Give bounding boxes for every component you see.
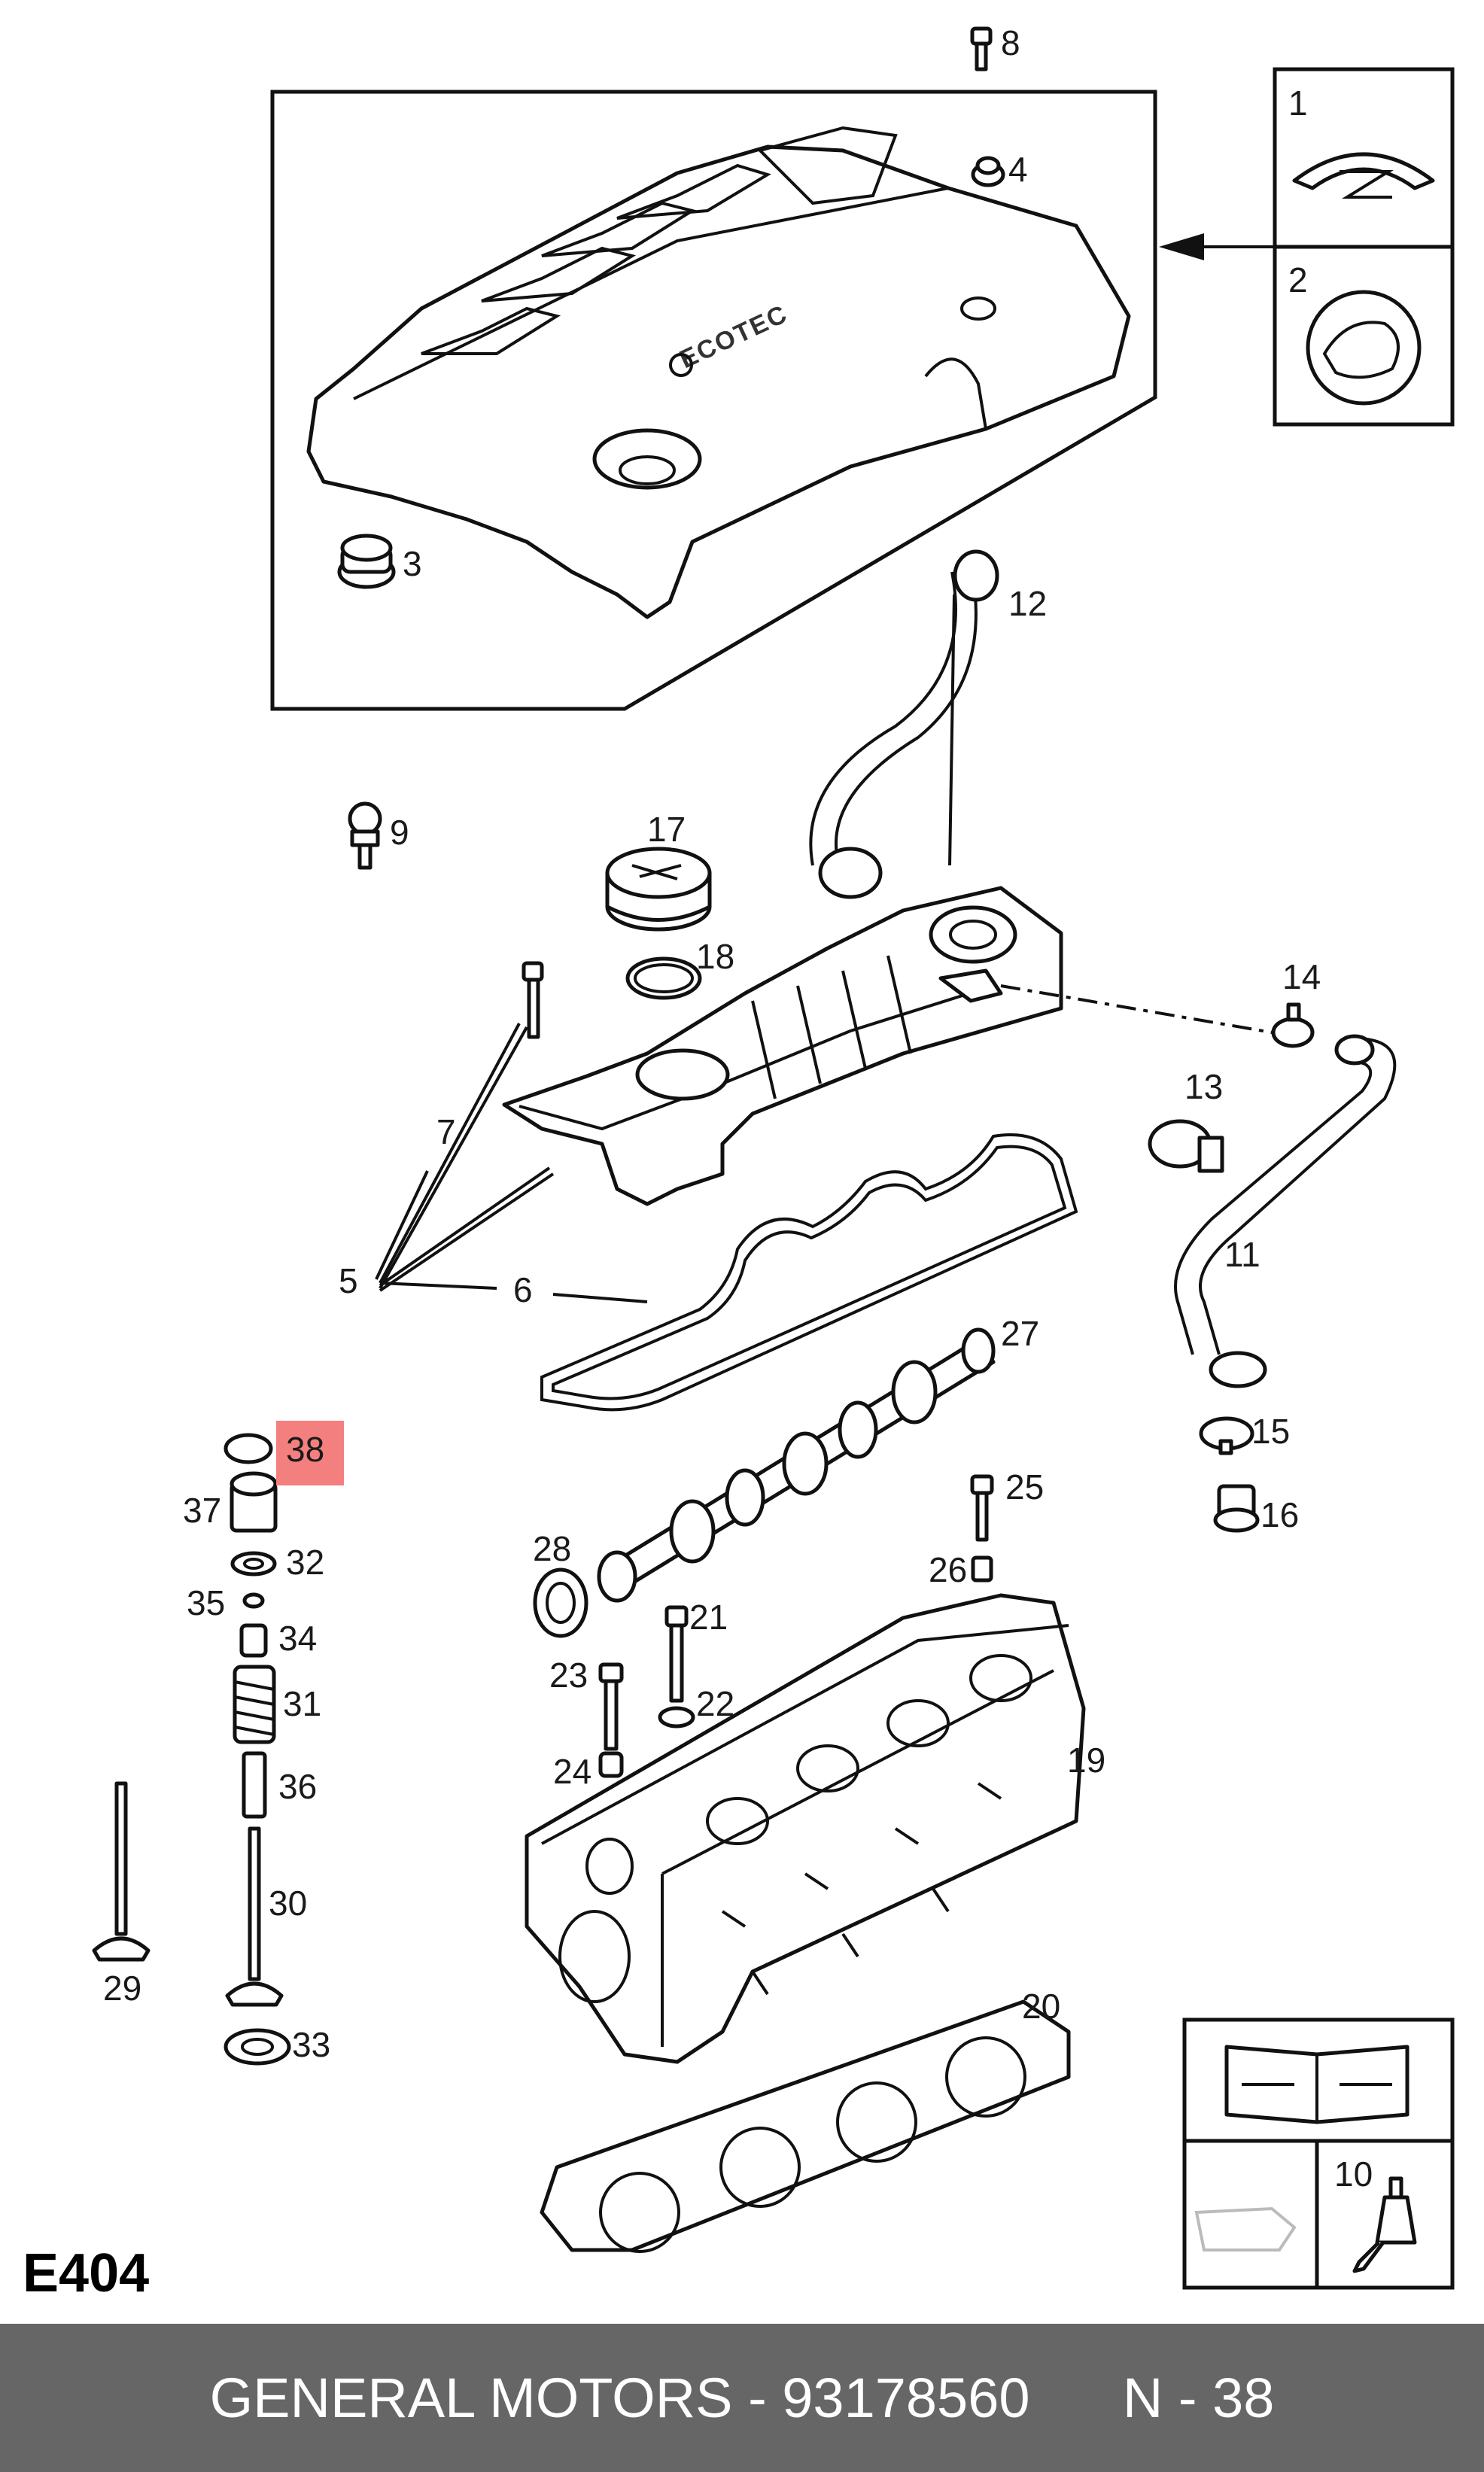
seal-ring-18 [625,956,702,1000]
callout-21: 21 [689,1598,728,1637]
hose-connection-dashed-line [1000,984,1273,1034]
service-box [1182,2017,1455,2290]
callout-33: 33 [292,2025,330,2064]
stem-seal-34 [239,1623,268,1658]
bolt-23 [598,1662,624,1751]
callout-11: 11 [1224,1235,1260,1274]
callout-38-highlight [276,1421,344,1485]
callout-9: 9 [390,813,409,852]
valve-guide-36 [242,1751,267,1819]
bolt-7 [522,961,544,1039]
callout-17: 17 [647,810,686,849]
valve-cover-gasket-6 [540,1133,1078,1412]
bolt-21 [664,1605,689,1703]
valve-30 [225,1826,284,2007]
callout-10: 10 [1334,2154,1373,2194]
engine-cover: ECOTEC [306,126,1131,619]
callout-18: 18 [696,937,734,976]
callout-38: 38 [286,1430,324,1469]
callout-37: 37 [183,1491,221,1530]
callout-29: 29 [103,1969,141,2008]
stud-9 [348,801,382,870]
callout-3: 3 [403,544,422,583]
callout-22: 22 [696,1684,734,1723]
callout-13: 13 [1184,1067,1223,1106]
sleeve-24 [598,1751,624,1778]
callout-24: 24 [553,1752,591,1791]
bolt-8 [970,26,993,71]
callout-31: 31 [283,1684,321,1723]
callout-34: 34 [278,1619,317,1658]
callout-8: 8 [1001,23,1020,62]
grommet-3 [337,534,396,589]
callout-12: 12 [1008,584,1047,623]
callout-15: 15 [1251,1412,1290,1451]
grommet-4 [971,156,1005,187]
footer-text: GENERAL MOTORS - 93178560 N - 38 [209,2367,1275,2429]
shim-38 [224,1433,273,1464]
leader-lines [375,1023,648,1303]
bolt-25 [970,1474,994,1542]
callout-25: 25 [1005,1467,1044,1507]
camshaft-27 [597,1327,996,1603]
spring-retainer-32 [230,1551,277,1577]
callout-32: 32 [286,1543,324,1582]
callout-27: 27 [1001,1314,1039,1353]
callout-36: 36 [278,1767,317,1806]
callout-2: 2 [1288,260,1308,299]
vauxhall-logo [1306,290,1422,406]
tappet-37 [230,1471,278,1533]
hose-clamp-14 [1271,1002,1315,1048]
sleeve-26 [971,1555,993,1583]
sealant-tube-10 [1352,2176,1417,2273]
camshaft-seal-28 [533,1567,588,1638]
callout-23: 23 [549,1656,588,1695]
hose-11 [1174,1034,1397,1388]
head-gasket-20 [540,1999,1071,2253]
oil-can-icon [1194,2206,1297,2252]
valve-cover-5 [502,886,1063,1206]
badge-box [1159,67,1455,427]
section-code: E404 [23,2243,149,2303]
callout-14: 14 [1282,957,1321,996]
callout-26: 26 [929,1550,967,1589]
callout-16: 16 [1260,1495,1299,1534]
callout-labels: 8 4 3 1 2 12 9 17 18 14 13 7 11 5 6 27 3… [103,23,1373,2194]
callout-19: 19 [1067,1741,1105,1780]
callout-6: 6 [513,1270,533,1309]
cylinder-head-19 [525,1593,1086,2064]
callout-4: 4 [1008,150,1028,189]
spring-seat-33 [224,2028,291,2066]
washer-22 [658,1706,695,1729]
callout-35: 35 [187,1583,225,1622]
hose-clamp-13 [1148,1119,1224,1173]
oil-filler-cap-17 [605,847,712,932]
callout-28: 28 [533,1529,571,1568]
exploded-parts-diagram: ECOTEC [23,23,1455,2303]
callout-1: 1 [1288,84,1308,123]
callout-20: 20 [1022,1987,1060,2026]
valve-spring-31 [233,1665,276,1744]
callout-7: 7 [436,1112,456,1151]
valve-29 [92,1781,151,1962]
hose-clamp-15 [1199,1416,1254,1455]
hose-12 [809,549,999,899]
valve-keeper-35 [242,1592,265,1609]
callout-5: 5 [339,1261,358,1300]
footer-bar: GENERAL MOTORS - 93178560 N - 38 [0,2324,1484,2472]
callout-30: 30 [269,1884,307,1923]
hose-connector-16 [1213,1484,1260,1533]
engine-cover-frame [270,90,1157,711]
